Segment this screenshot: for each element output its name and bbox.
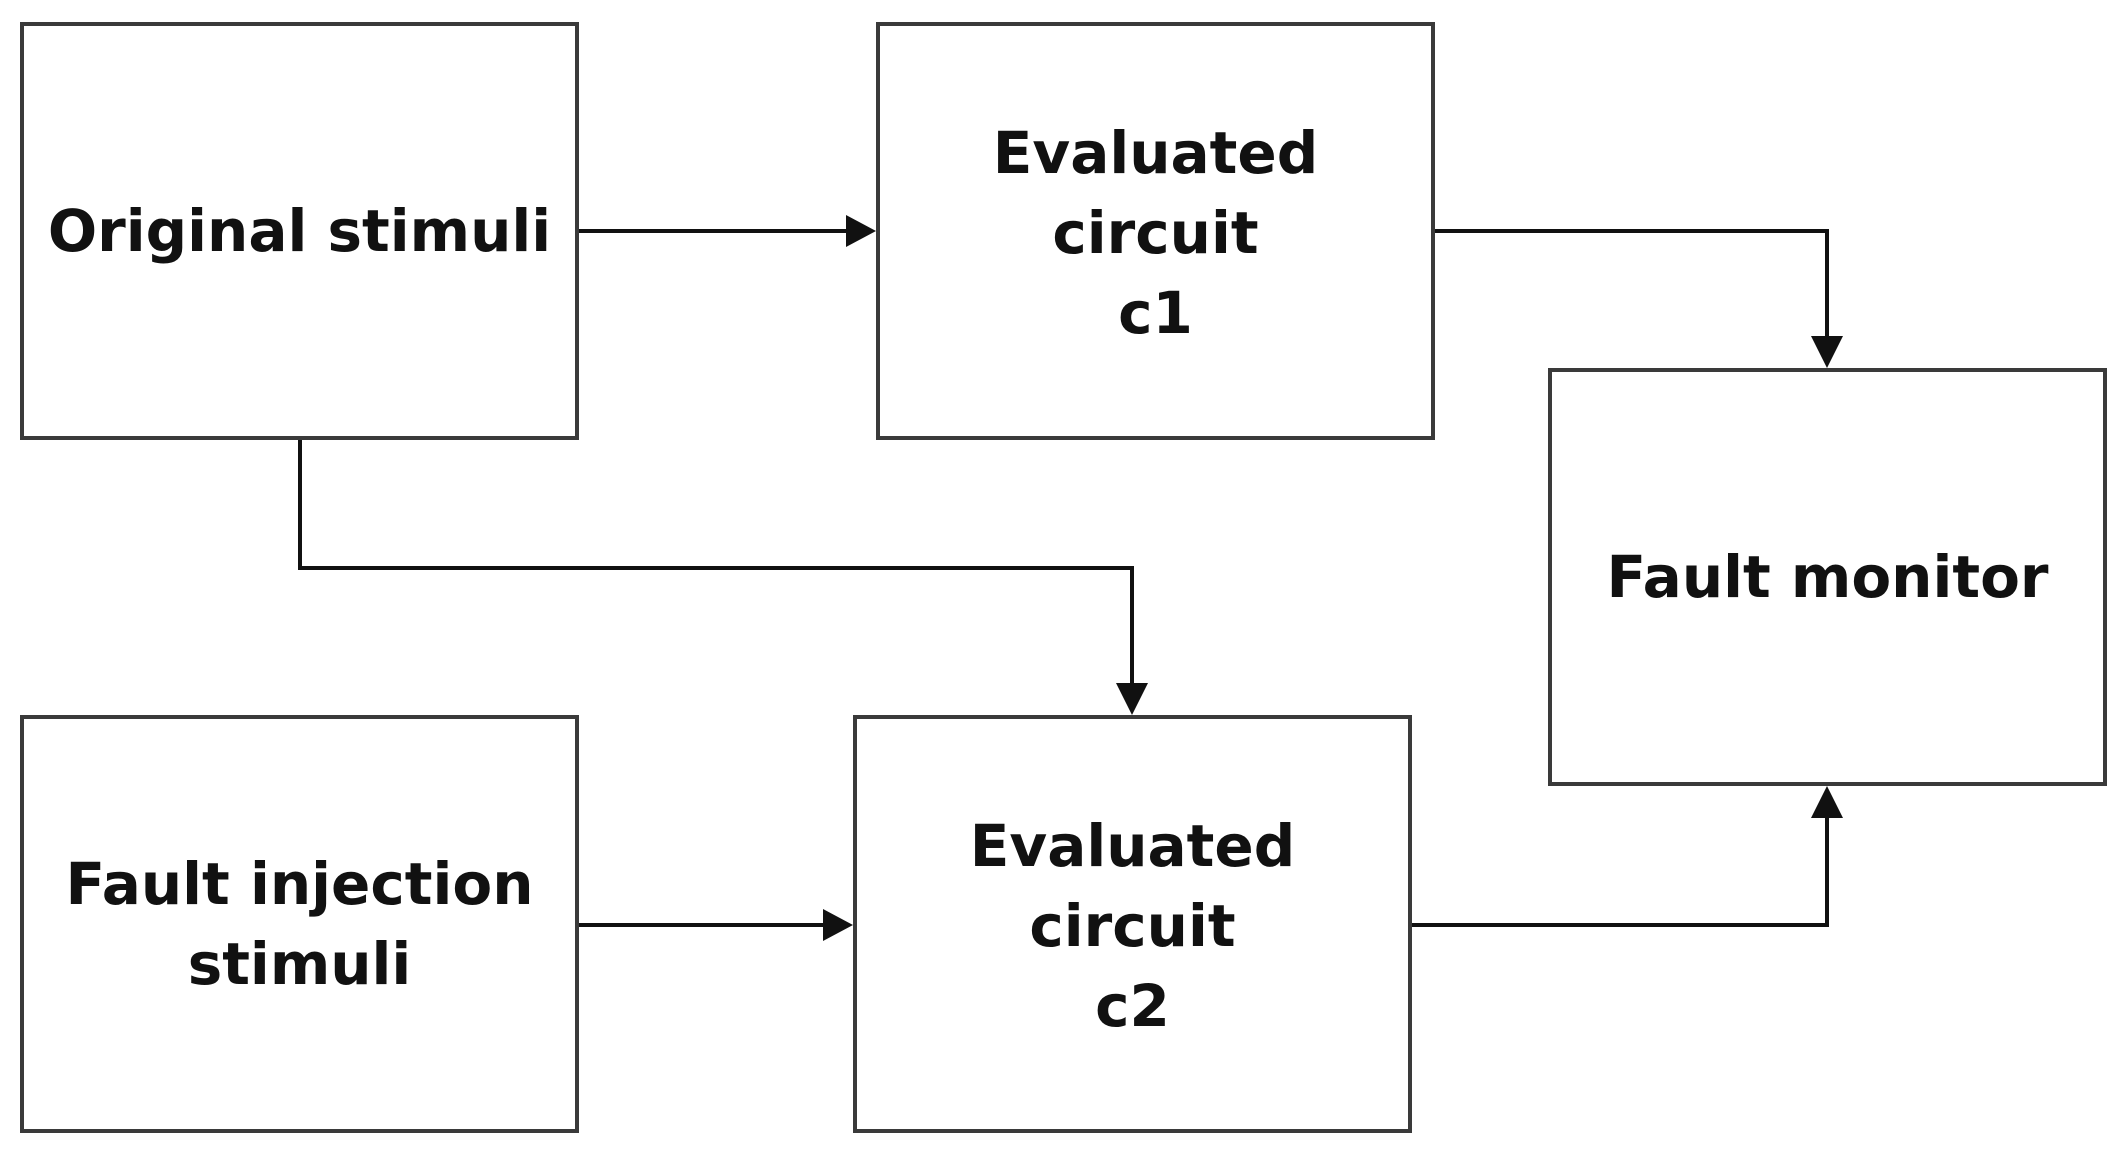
- arrow-original-to-c2: [298, 440, 1148, 715]
- arrow-c2-to-monitor: [1412, 786, 1843, 927]
- fault-injection-stimuli-label: Fault injection stimuli: [65, 850, 534, 998]
- fault-injection-stimuli-box: Fault injection stimuli: [20, 715, 579, 1133]
- original-stimuli-box: Original stimuli: [20, 22, 579, 440]
- evaluated-circuit-c2-label: Evaluated circuit c2: [969, 812, 1296, 1040]
- original-stimuli-label: Original stimuli: [47, 197, 552, 265]
- arrow-original-to-c1: [579, 215, 876, 247]
- evaluated-circuit-c1-box: Evaluated circuit c1: [876, 22, 1435, 440]
- arrowhead-c2-to-monitor: [1811, 786, 1843, 818]
- arrowhead-c1-to-monitor: [1811, 336, 1843, 368]
- arrowhead-original-to-c1: [846, 215, 876, 247]
- fault-monitor-box: Fault monitor: [1548, 368, 2107, 786]
- arrowhead-original-to-c2: [1116, 683, 1148, 715]
- arrow-fault-injection-to-c2: [579, 909, 853, 941]
- arrowhead-fault-injection-to-c2: [823, 909, 853, 941]
- evaluated-circuit-c1-label: Evaluated circuit c1: [992, 119, 1319, 347]
- fault-monitor-label: Fault monitor: [1606, 543, 2049, 611]
- evaluated-circuit-c2-box: Evaluated circuit c2: [853, 715, 1412, 1133]
- arrow-c1-to-monitor: [1435, 229, 1843, 368]
